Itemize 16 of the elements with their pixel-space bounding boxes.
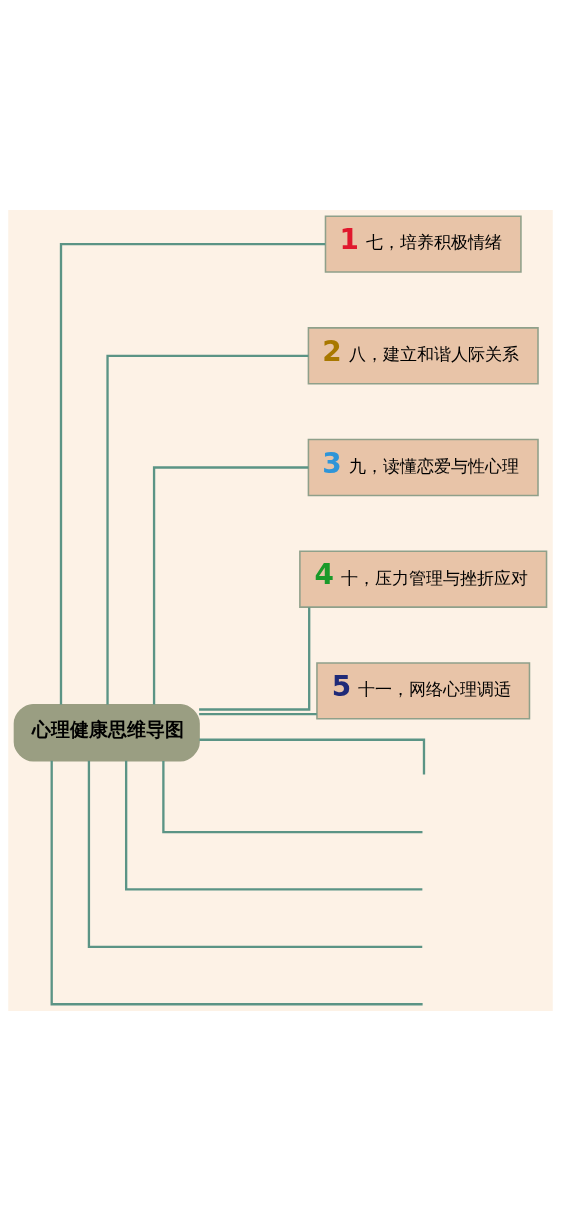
connector (125, 760, 423, 891)
connector (199, 607, 311, 711)
node-box: 2 八，建立和谐人际关系 (307, 326, 539, 384)
connector (59, 242, 326, 704)
connector (199, 738, 426, 775)
node-box: 4 十，压力管理与挫折应对 (299, 550, 548, 608)
connector (106, 354, 309, 704)
connector (50, 760, 423, 1005)
node-box: 心理健康思维导图 (13, 703, 200, 761)
connector (199, 712, 317, 715)
node-box: 1 七，培养积极情绪 (324, 214, 522, 273)
node-box: 3 九，读懂恋爱与性心理 (307, 438, 539, 496)
connector (87, 760, 423, 948)
connector (162, 760, 423, 833)
node-box: 5 十一，网络心理调适 (316, 661, 531, 720)
connector (152, 465, 309, 704)
